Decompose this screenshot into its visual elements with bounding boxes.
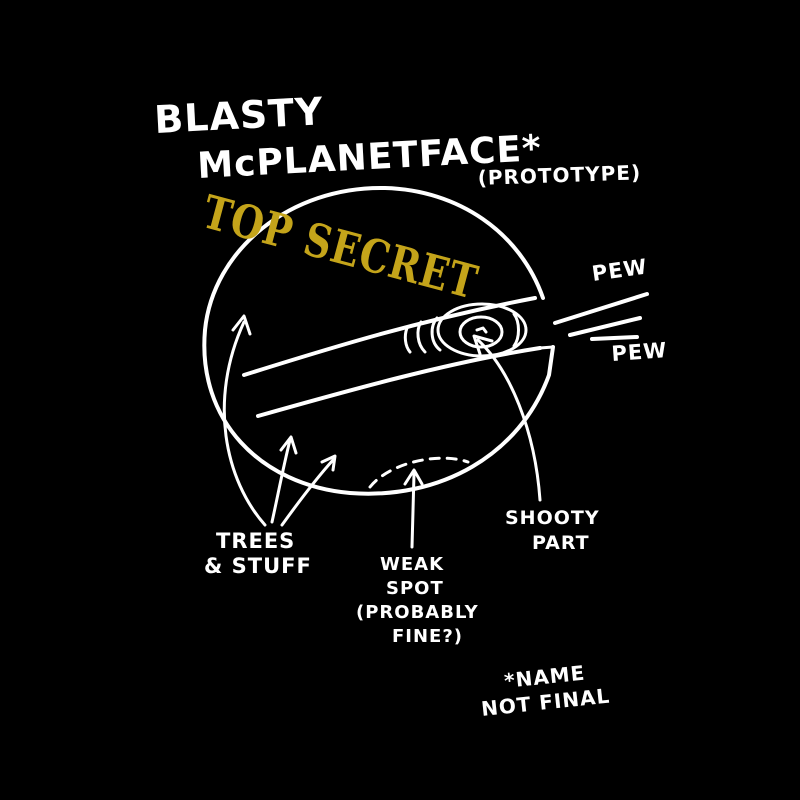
- pew-label-1: PEW: [590, 254, 649, 286]
- trees-arrow-1-shaft: [222, 320, 267, 527]
- cannon-dish-core: [475, 326, 488, 334]
- laser-beam-3: [590, 335, 639, 341]
- cannon-motion-line-3: [403, 326, 412, 354]
- shooty-part-label: SHOOTY PART: [505, 507, 600, 554]
- trees-arrow-3-head: [320, 454, 337, 472]
- weak-spot-label-line-3: (PROBABLY: [356, 602, 479, 623]
- cannon-dish-rim: [512, 312, 520, 348]
- weak-spot-label: WEAK SPOT (PROBABLY FINE?): [356, 554, 479, 647]
- trench-end-cap: [538, 345, 555, 350]
- equator-trench-lower: [256, 346, 542, 418]
- cannon-dish-inner: [458, 315, 504, 349]
- top-secret-stamp: TOP SECRET: [197, 184, 483, 309]
- trees-label-line-2: & STUFF: [204, 554, 312, 578]
- title-line-1: BLASTY: [153, 89, 324, 142]
- shooty-part-arrow-shaft: [476, 338, 542, 502]
- cannon-motion-line-1: [430, 316, 442, 352]
- trees-arrow-1-head: [231, 314, 252, 336]
- weak-spot-label-line-4: FINE?): [392, 626, 463, 647]
- shooty-part-label-line-1: SHOOTY: [505, 507, 600, 529]
- title-subtitle: (PROTOTYPE): [477, 160, 641, 190]
- cannon-dish-outer: [436, 302, 528, 358]
- trees-label-line-1: TREES: [216, 529, 295, 553]
- footnote: *NAME NOT FINAL: [480, 661, 611, 721]
- weak-spot-arrow-head: [403, 468, 424, 486]
- laser-beam-1: [553, 292, 649, 325]
- footnote-line-2: NOT FINAL: [480, 684, 611, 721]
- cannon-motion-line-2: [416, 320, 427, 354]
- weak-spot-label-line-1: WEAK: [380, 554, 444, 575]
- shooty-part-arrow-head: [472, 334, 494, 356]
- trees-arrow-2-head: [279, 435, 298, 455]
- laser-beam-2: [568, 316, 642, 337]
- weak-spot-arrow-shaft: [410, 472, 416, 549]
- trees-arrow-3-shaft: [280, 458, 335, 527]
- shooty-part-label-line-2: PART: [532, 532, 590, 554]
- weak-spot-label-line-2: SPOT: [386, 578, 444, 599]
- equator-trench-upper: [242, 296, 537, 377]
- weak-spot-outline: [368, 456, 470, 489]
- trees-label: TREES & STUFF: [204, 529, 312, 578]
- trees-arrow-2-shaft: [270, 438, 292, 524]
- planet-outline: [202, 185, 555, 496]
- pew-label-2: PEW: [611, 338, 668, 366]
